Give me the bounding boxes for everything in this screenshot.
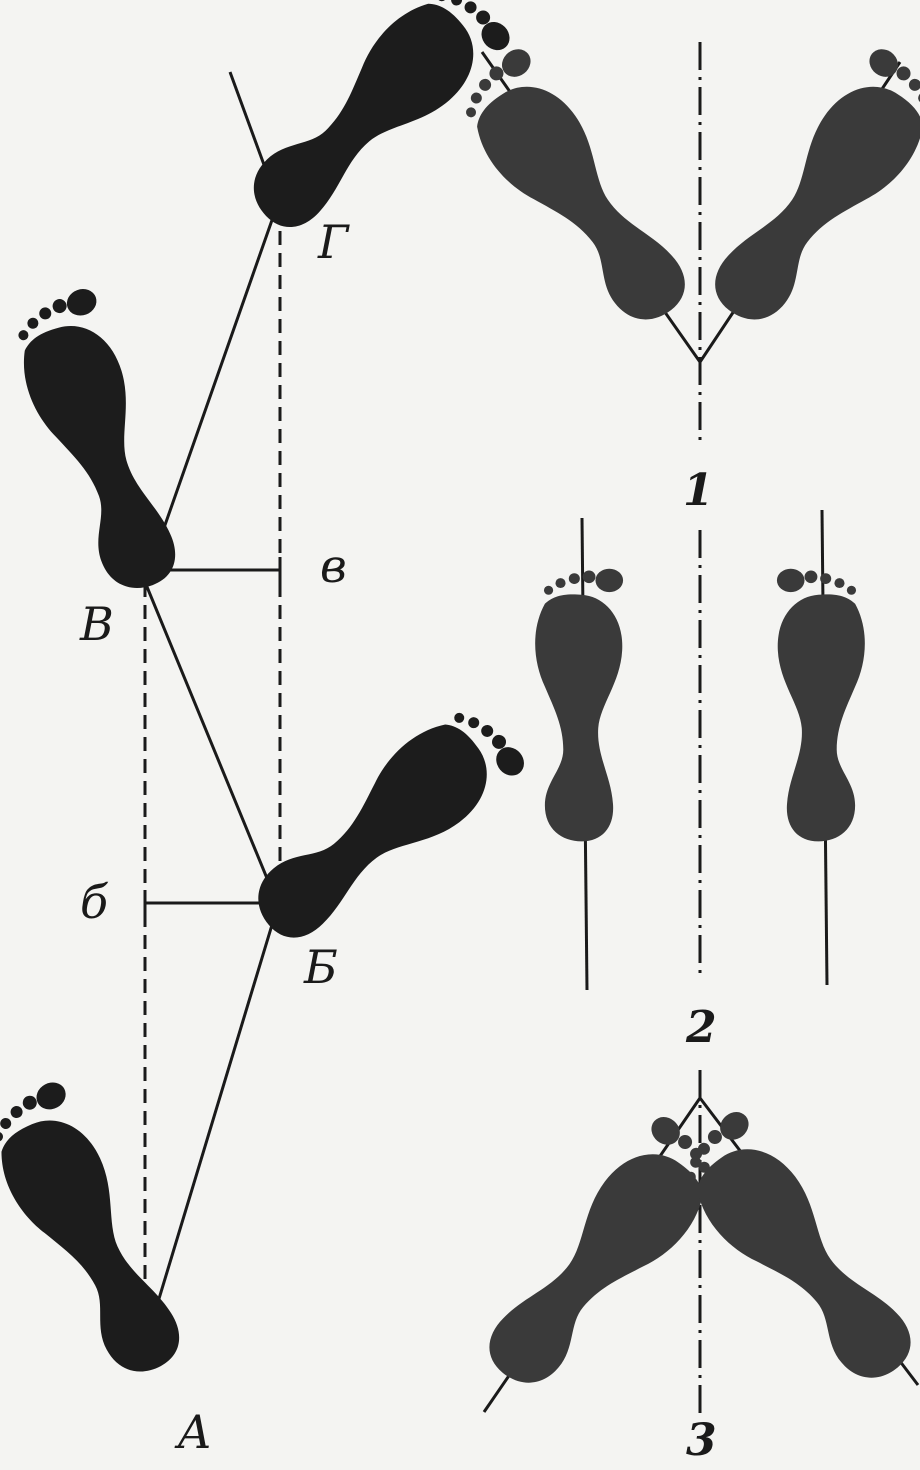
step-width-label-b: б (80, 875, 109, 929)
walking-line-a-b (145, 905, 278, 1345)
footprint-icon (468, 1111, 736, 1405)
variant-3-group: 3 (468, 1098, 920, 1466)
point-label-g: Г (317, 215, 350, 269)
footprint-icon (445, 44, 707, 342)
point-label-v: В (79, 597, 114, 651)
footprint-icon (2, 285, 195, 602)
variant-label-2: 2 (685, 1002, 717, 1053)
point-label-a: A (174, 1405, 211, 1459)
point-label-b: Б (303, 940, 338, 994)
footprint-icon (231, 0, 515, 248)
variant-label-1: 1 (683, 465, 714, 516)
walking-line-group (145, 72, 280, 1345)
variant-1-group: 1 (445, 44, 920, 516)
footprint-icon (777, 569, 865, 842)
footprint-icon (535, 569, 623, 842)
walking-line-b-v (145, 582, 278, 905)
footprint-icon (0, 1077, 200, 1389)
variant-label-3: 3 (686, 1415, 717, 1466)
footprint-icon (664, 1106, 920, 1400)
footprint-icon (693, 44, 920, 342)
step-width-label-v: в (320, 539, 347, 593)
